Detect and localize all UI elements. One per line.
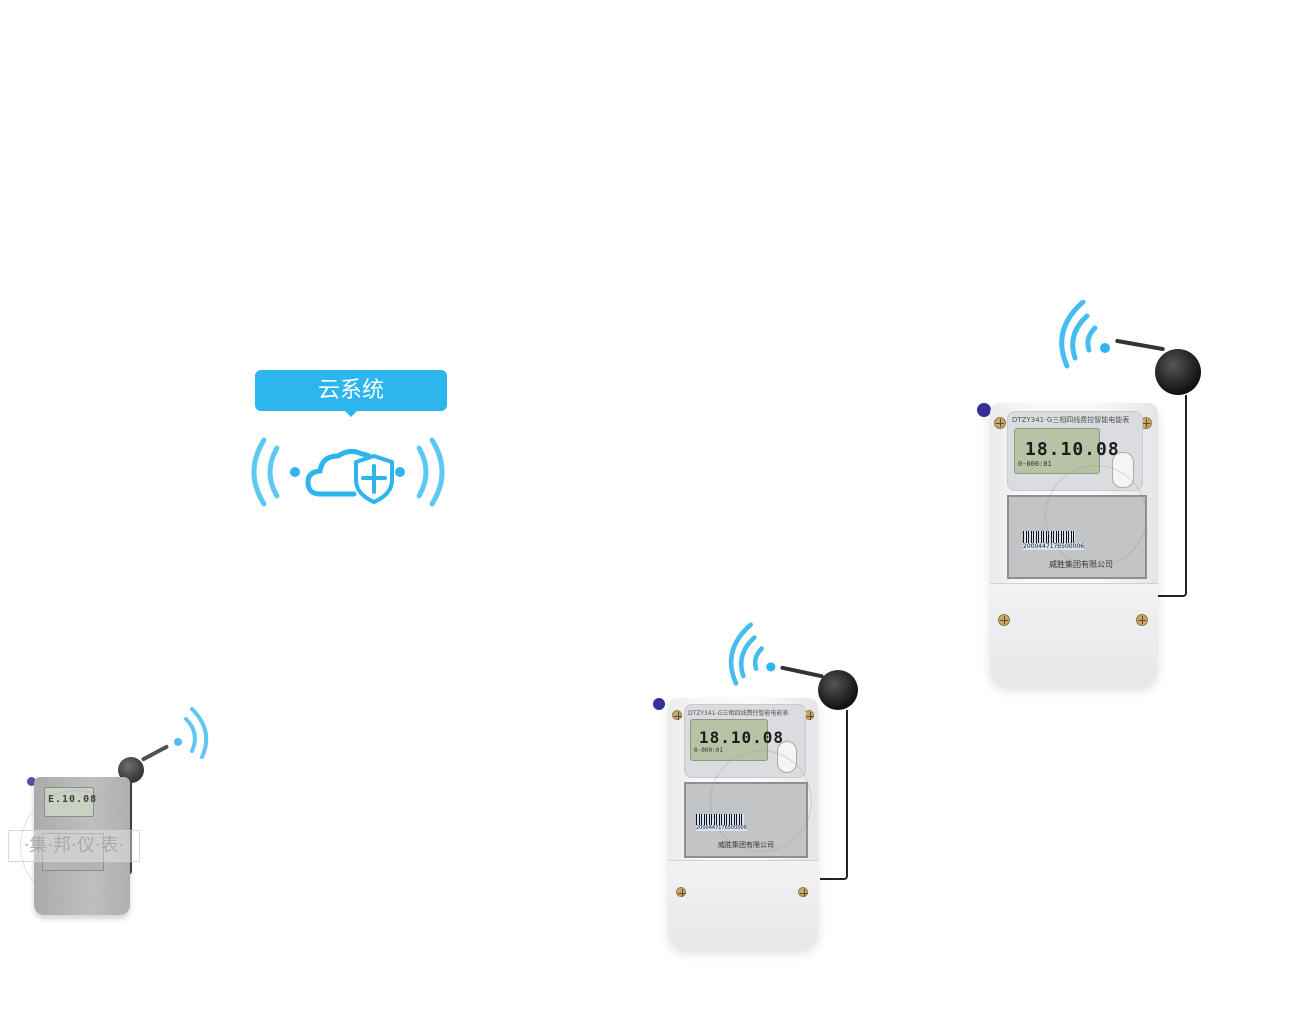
antenna-cable [1157,395,1187,597]
antenna-icon [1155,349,1201,395]
antenna-cable [820,710,848,880]
badge-icon [977,403,991,417]
terminal-cover [990,583,1158,686]
cloud-system-label-text: 云系统 [317,378,384,403]
barcode-number: 2000447176500006 [1023,543,1085,550]
screw-icon [672,710,682,720]
screw-icon [798,887,808,897]
cloud-outline [305,448,381,497]
screw-icon [676,887,686,897]
wifi-signal-icon [1059,300,1110,369]
screw-icon [1136,614,1148,626]
cloud-system-label: 云系统 [255,370,447,417]
meter-body: DTZY341-G三相四线费控智能电能表 18.10.08 0-000:01 2… [990,403,1158,686]
lcd-reading: 18.10.08 [699,728,785,747]
signal-dot-right [395,467,405,477]
meter-large: DTZY341-G三相四线费控智能电能表 18.10.08 0-000:01 2… [975,295,1215,695]
meter-model-label: DTZY341-G三相四线费控智能电能表 [688,710,789,717]
signal-wave-left-outer [251,437,267,507]
meter-medium: DTZY341-G三相四线费控智能电能表 18.10.08 0-000:01 2… [650,620,870,960]
terminal-cover [668,860,818,949]
watermark-circle [710,750,812,852]
signal-wave-left-inner [267,445,280,499]
plus-cross [361,464,387,494]
watermark-circle [20,790,132,902]
lcd-sub1: 0-000:01 [694,747,723,754]
antenna-rod [140,744,170,762]
meter-model-label: DTZY341-G三相四线费控智能电能表 [1012,416,1130,424]
meter-small: E.10.08 ·集·邦·仪·表· [8,705,220,930]
antenna-icon [818,670,858,710]
lcd-reading: 18.10.08 [1025,439,1120,460]
watermark-circle [1045,465,1147,567]
wifi-signal-icon [174,707,209,759]
lcd-sub1: 0-000:01 [1018,460,1052,468]
antenna-rod [1115,338,1165,352]
badge-icon [27,777,36,786]
lcd-display: 18.10.08 0-000:01 [1014,428,1119,474]
display-panel: DTZY341-G三相四线费控智能电能表 18.10.08 0-000:01 [1007,411,1143,491]
signal-wave-right-inner [416,445,429,499]
screw-icon [994,417,1006,429]
antenna-rod [780,665,824,679]
screw-icon [998,614,1010,626]
badge-icon [653,698,665,710]
signal-wave-right-outer [429,437,445,507]
signal-dot-left [290,467,300,477]
cloud-shield-icon [251,437,445,507]
wifi-signal-icon [728,622,776,686]
